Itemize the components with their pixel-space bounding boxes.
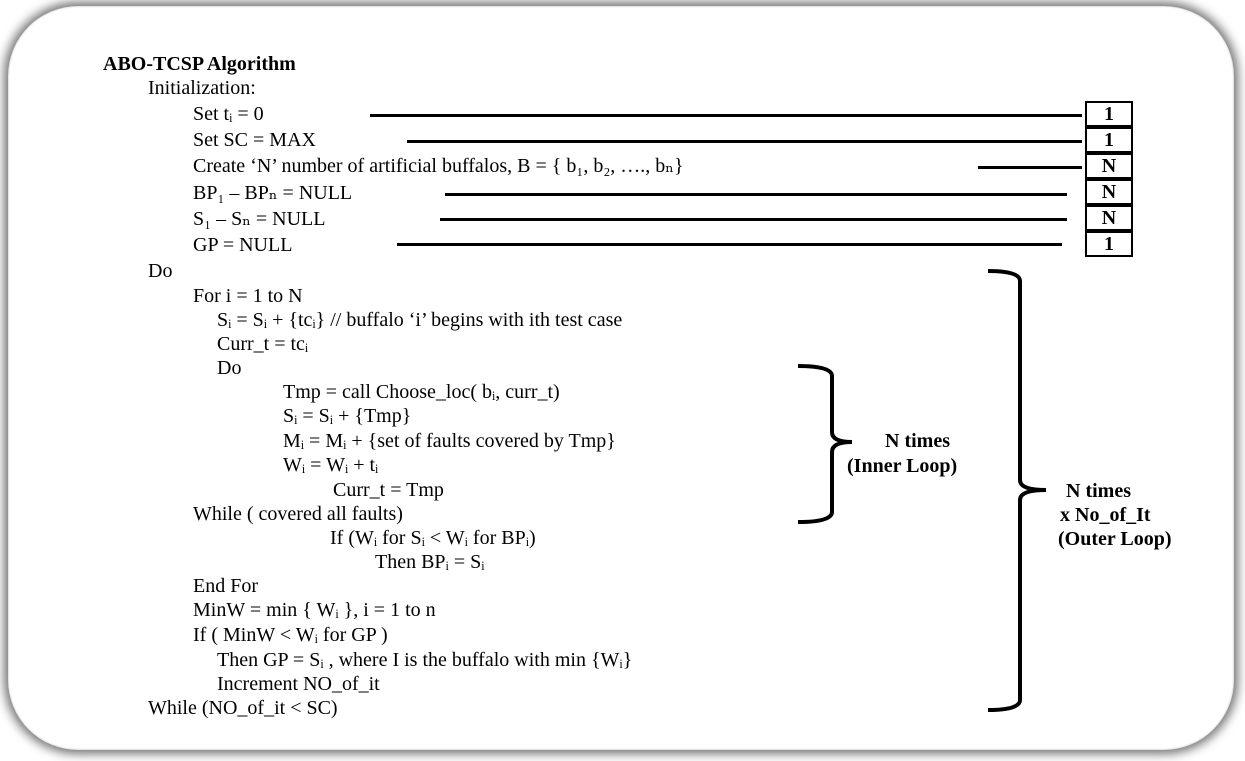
complexity-box: 1	[1085, 127, 1133, 153]
line-inner-do: Do	[217, 357, 242, 379]
outer-loop-brace	[987, 269, 1047, 712]
complexity-box: N	[1085, 179, 1133, 205]
complexity-box: 1	[1085, 101, 1133, 127]
line-then-bpi: Then BPᵢ = Sᵢ	[375, 551, 485, 573]
connector-line	[445, 193, 1067, 196]
line-create-buffalos: Create ‘N’ number of artificial buffalos…	[193, 155, 684, 177]
line-set-sc: Set SC = MAX	[193, 129, 316, 151]
line-minw: MinW = min { Wᵢ }, i = 1 to n	[193, 599, 436, 621]
line-bp-null: BP₁ – BPₙ = NULL	[193, 182, 353, 204]
line-tmp-call: Tmp = call Choose_loc( bᵢ, curr_t)	[283, 381, 560, 403]
line-gp-null: GP = NULL	[193, 234, 293, 256]
line-for: For i = 1 to N	[193, 285, 303, 307]
rounded-frame	[8, 6, 1234, 750]
complexity-box: 1	[1085, 231, 1133, 257]
line-end-for: End For	[193, 575, 258, 597]
line-if-wi: If (Wᵢ for Sᵢ < Wᵢ for BPᵢ)	[330, 527, 536, 549]
line-wi: Wᵢ = Wᵢ + tᵢ	[283, 454, 379, 476]
line-initialization: Initialization:	[148, 77, 256, 99]
line-s-null: S₁ – Sₙ = NULL	[193, 208, 326, 230]
line-outer-while: While (NO_of_it < SC)	[148, 697, 338, 719]
line-inner-while: While ( covered all faults)	[193, 503, 403, 525]
outer-loop-label-name: (Outer Loop)	[1058, 528, 1172, 550]
connector-line	[397, 243, 1062, 246]
line-si-tci: Sᵢ = Sᵢ + {tcᵢ} // buffalo ‘i’ begins wi…	[217, 309, 623, 331]
line-curr-t-tmp: Curr_t = Tmp	[333, 479, 444, 501]
connector-line	[978, 166, 1082, 169]
line-si-tmp: Sᵢ = Sᵢ + {Tmp}	[283, 405, 412, 427]
complexity-box: N	[1085, 153, 1133, 179]
complexity-box: N	[1085, 205, 1133, 231]
line-then-gp: Then GP = Sᵢ , where I is the buffalo wi…	[217, 649, 633, 671]
inner-loop-brace	[797, 364, 853, 524]
line-set-ti: Set tᵢ = 0	[193, 103, 264, 125]
connector-line	[440, 218, 1067, 221]
outer-loop-label-times: N times	[1066, 480, 1131, 502]
line-increment: Increment NO_of_it	[217, 673, 380, 695]
connector-line	[407, 140, 1082, 143]
algorithm-title: ABO-TCSP Algorithm	[103, 53, 296, 75]
line-curr-t: Curr_t = tcᵢ	[217, 333, 309, 355]
inner-loop-label-times: N times	[885, 430, 950, 452]
outer-loop-label-iterations: x No_of_It	[1060, 504, 1151, 526]
line-mi: Mᵢ = Mᵢ + {set of faults covered by Tmp}	[283, 430, 616, 452]
line-if-minw: If ( MinW < Wᵢ for GP )	[193, 624, 388, 646]
line-outer-do: Do	[148, 260, 173, 282]
connector-line	[370, 114, 1082, 117]
inner-loop-label-name: (Inner Loop)	[847, 455, 958, 477]
